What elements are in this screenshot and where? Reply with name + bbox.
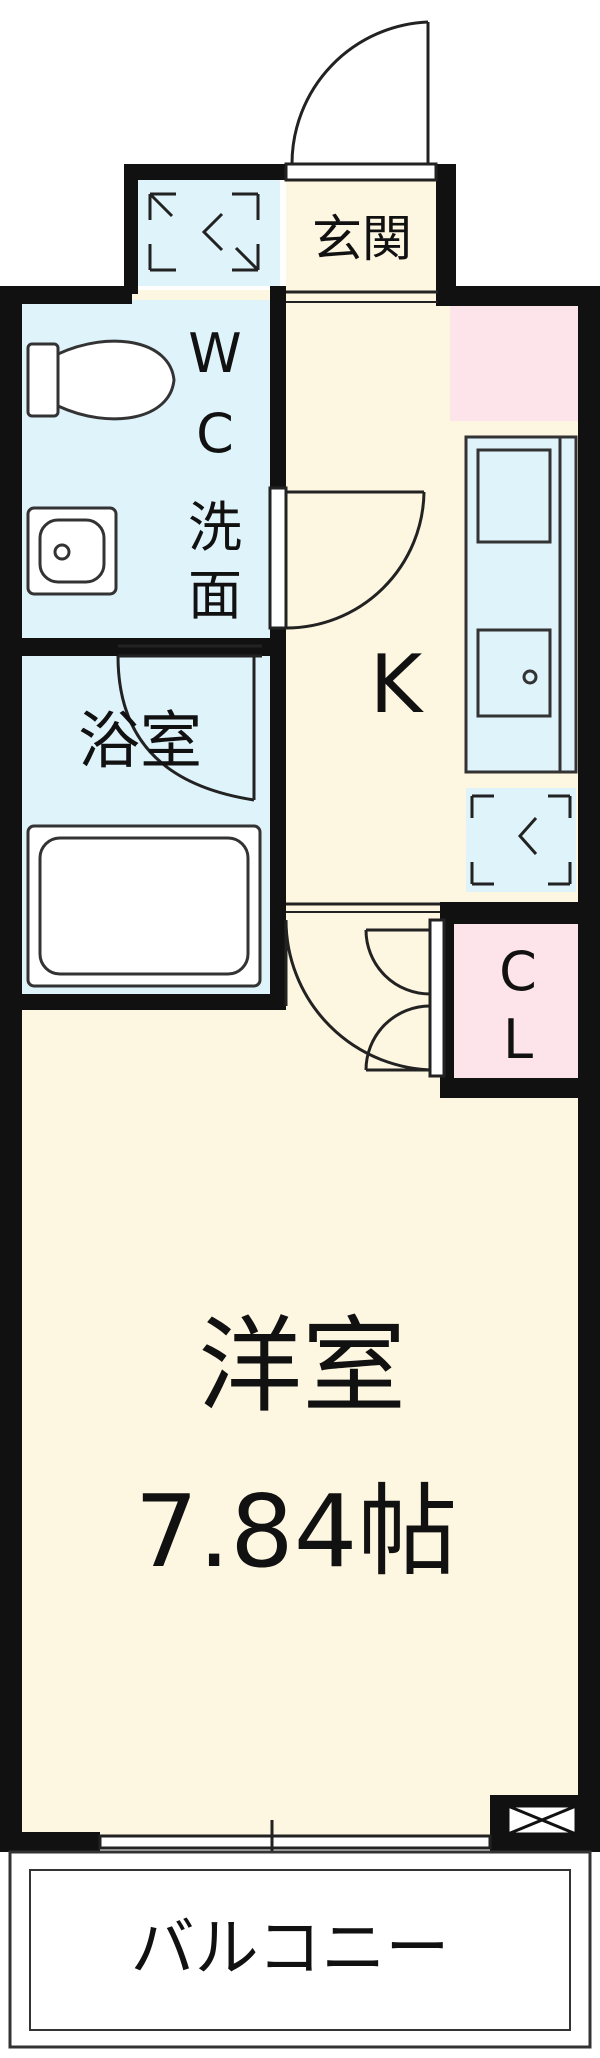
fridge-space — [450, 306, 580, 421]
label-room: 洋室 — [198, 1305, 406, 1427]
wall-top-right — [436, 286, 600, 306]
kitchen-storage-icon — [470, 794, 572, 886]
wall-right — [578, 286, 600, 1851]
closet-doors — [364, 918, 446, 1078]
wall-top-left — [0, 286, 132, 304]
label-room-size: 7.84帖 — [135, 1473, 458, 1590]
wall-bath-bottom — [20, 994, 286, 1010]
wall-closet-top — [440, 902, 600, 924]
label-wc-c: C — [196, 402, 234, 465]
wall-left — [0, 286, 22, 1851]
label-closet-c: C — [499, 940, 537, 1003]
room-door — [284, 919, 437, 1072]
wall-bottom — [0, 1832, 100, 1852]
label-kitchen: K — [370, 638, 425, 731]
label-wash-1: 洗 — [188, 496, 242, 559]
bath-door — [116, 644, 262, 802]
balcony — [8, 1850, 592, 2049]
toilet-icon — [26, 339, 176, 421]
bathtub-icon — [26, 824, 262, 988]
corner-x2 — [507, 1804, 577, 1836]
wall-entrance-right — [436, 164, 456, 294]
washbasin-icon — [26, 506, 118, 596]
kitchen-unit — [464, 435, 578, 774]
label-bath: 浴室 — [78, 704, 202, 777]
entrance-door — [284, 20, 438, 182]
kitchen-storage — [466, 788, 576, 892]
label-balcony: バルコニー — [131, 1912, 450, 1986]
label-closet-l: L — [503, 1008, 533, 1071]
wall-closet-bottom — [440, 1078, 600, 1098]
entrance-floor — [286, 180, 438, 292]
closet-area — [452, 924, 580, 1078]
label-wc-w: W — [188, 322, 241, 385]
label-wash-2: 面 — [188, 564, 242, 627]
wash-door — [268, 486, 426, 630]
label-entrance: 玄関 — [312, 210, 412, 268]
window — [98, 1820, 492, 1866]
shoe-cabinet-icon — [148, 192, 260, 272]
wall-cabinet-left — [124, 164, 138, 294]
